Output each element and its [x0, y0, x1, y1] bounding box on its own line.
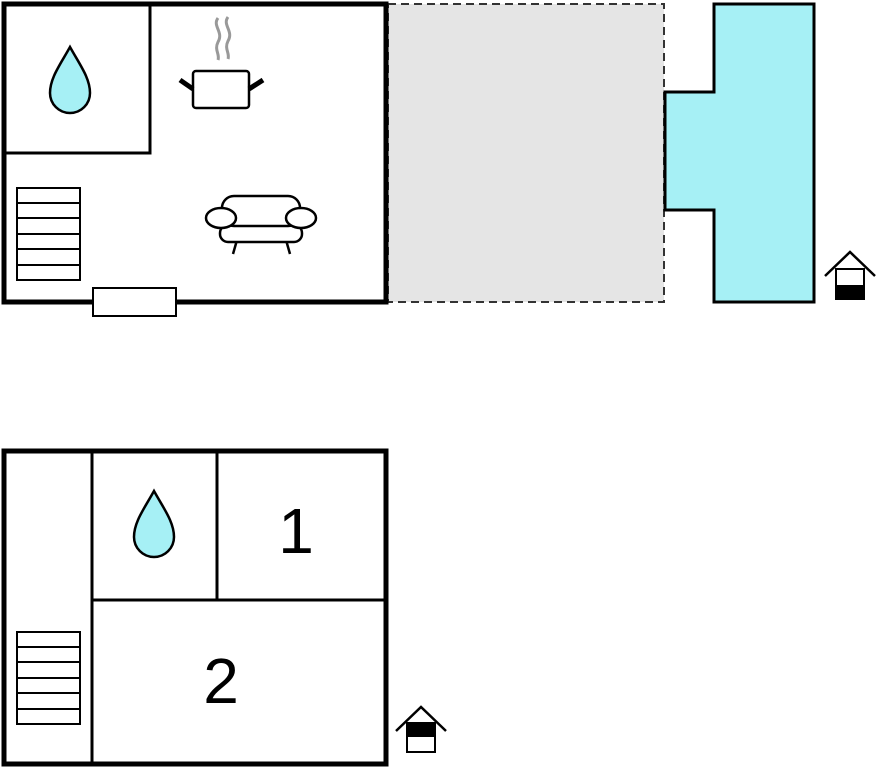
water-drop-icon: [132, 488, 176, 559]
entrance-icon: [395, 705, 447, 753]
stairs-icon: [16, 631, 81, 725]
bathroom-walls: [4, 4, 152, 155]
entrance-icon: [824, 250, 876, 300]
room-label-2: 2: [203, 645, 239, 717]
water-drop-icon: [48, 44, 92, 115]
ground-floor: [1, 1, 876, 317]
room-label-1: 1: [278, 495, 314, 567]
window: [92, 287, 177, 317]
sofa-icon: [204, 194, 318, 255]
terrace: [387, 3, 665, 303]
pool: [663, 2, 816, 304]
house-outline: [1, 448, 389, 767]
stairs-icon: [16, 187, 81, 281]
upper-floor: 1 2: [1, 448, 447, 767]
cooking-pot-icon: [178, 16, 265, 110]
